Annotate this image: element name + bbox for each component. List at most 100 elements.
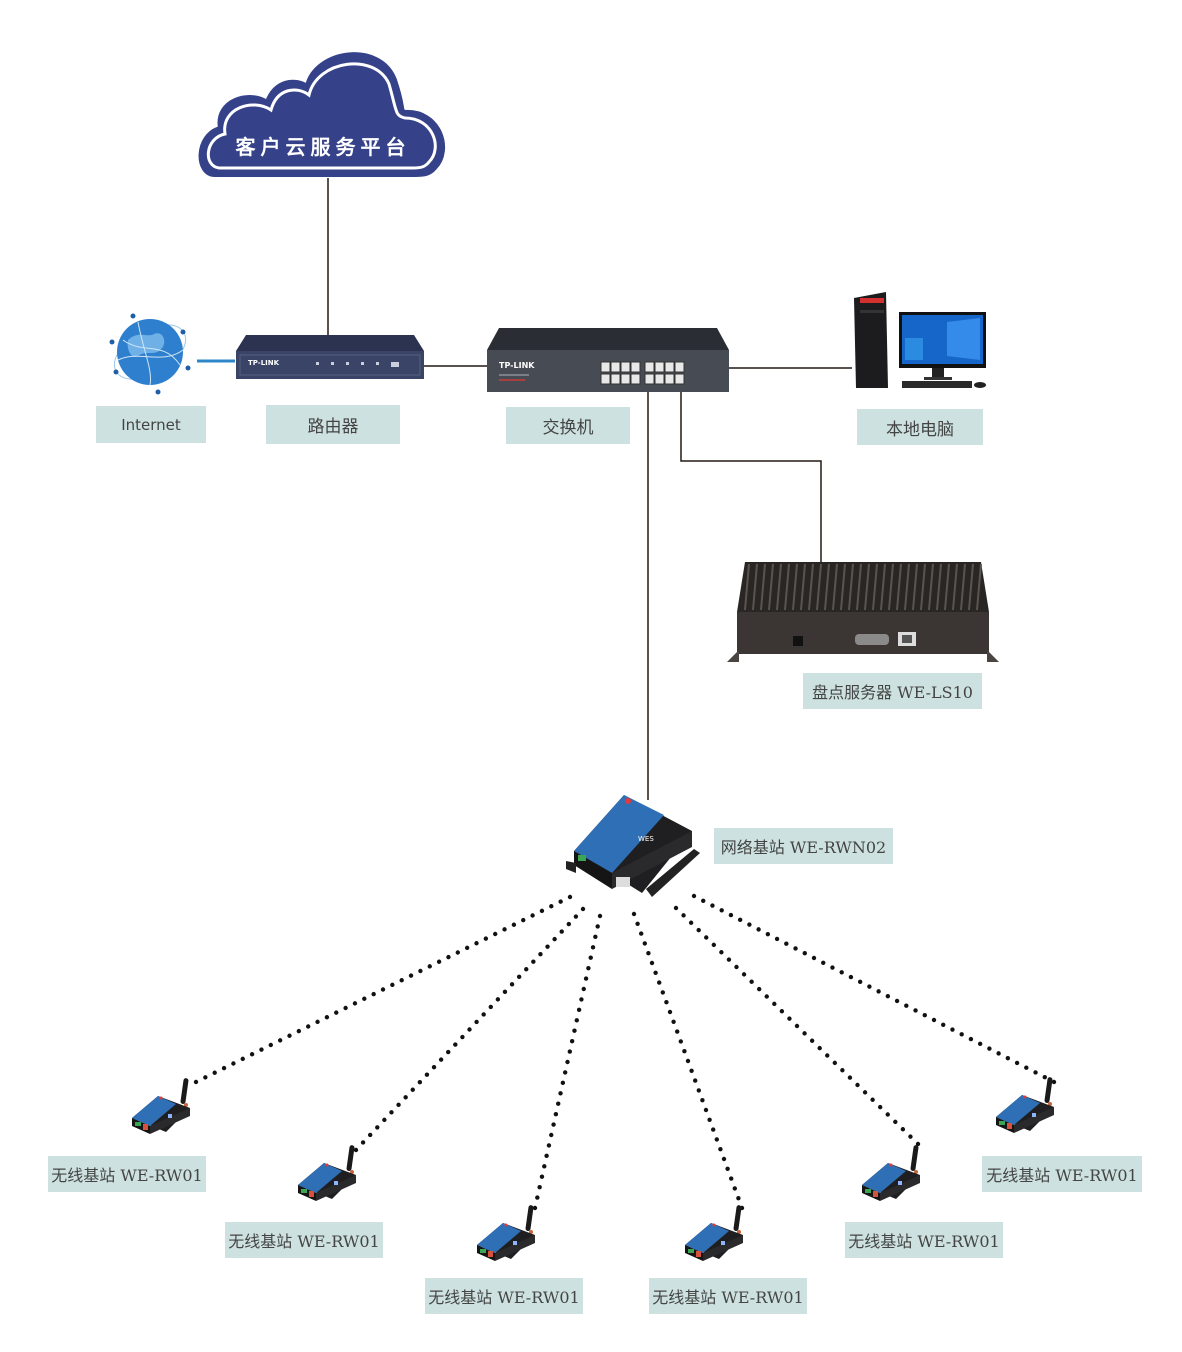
wireless-link-dot bbox=[847, 1075, 853, 1080]
wireless-link-dot bbox=[876, 989, 881, 994]
wireless-link-dot bbox=[741, 972, 747, 977]
wireless-link-dot bbox=[915, 1141, 921, 1147]
wireless-link-dot bbox=[287, 1033, 292, 1038]
wireless-link-dot bbox=[193, 1079, 199, 1085]
wireless-link-dot bbox=[693, 1078, 698, 1083]
wireless-link-dot bbox=[711, 1127, 716, 1132]
wireless-link-dot bbox=[502, 927, 507, 932]
wireless-link-dot bbox=[729, 1176, 734, 1181]
wireless-link-dot bbox=[885, 1112, 890, 1117]
wireless-link-dot bbox=[1014, 1060, 1020, 1066]
wireless-link-dot bbox=[793, 946, 798, 951]
wireless-link-dot bbox=[268, 1042, 273, 1048]
wireless-link-dot bbox=[539, 1174, 545, 1179]
wireless-link-dot bbox=[649, 960, 655, 966]
wireless-link-dot bbox=[839, 970, 844, 975]
wireless-link-dot bbox=[367, 1132, 373, 1138]
network-station-label: 网络基站 WE-RWN02 bbox=[714, 828, 893, 864]
wireless-link-dot bbox=[667, 1009, 673, 1015]
wireless-link-dot bbox=[212, 1070, 217, 1075]
wireless-link-dot bbox=[474, 941, 479, 946]
wireless-link-dot bbox=[586, 965, 591, 971]
wireless-link-dot bbox=[701, 898, 706, 903]
wireless-link-dot bbox=[732, 1186, 737, 1191]
heatsink-fin bbox=[792, 563, 798, 611]
wireless-link-dot bbox=[809, 1038, 815, 1043]
wireless-link-dot bbox=[671, 1019, 676, 1024]
wireless-link-dot bbox=[794, 1023, 800, 1029]
wireless-link-dot bbox=[334, 1010, 339, 1015]
cloud-icon bbox=[198, 52, 445, 177]
wireless-link-dot bbox=[756, 927, 761, 932]
inventory-server-icon bbox=[727, 562, 999, 662]
wireless-link-dot bbox=[941, 1022, 946, 1027]
heatsink-fin bbox=[888, 563, 894, 611]
wireless-station-label: 无线基站 WE-RW01 bbox=[48, 1156, 206, 1192]
wireless-link-dot bbox=[721, 1156, 727, 1162]
wireless-link-dot bbox=[524, 967, 529, 972]
wireless-link-dot bbox=[908, 1134, 913, 1139]
network-base-station-icon: WES bbox=[566, 795, 700, 897]
wireless-link-dot bbox=[403, 1095, 408, 1100]
wireless-link-dot bbox=[488, 1004, 493, 1010]
wireless-link-dot bbox=[765, 931, 771, 937]
wireless-link-dot bbox=[532, 1205, 538, 1211]
wireless-base-station-icon bbox=[996, 1077, 1054, 1133]
heatsink-fin bbox=[920, 563, 926, 611]
heatsink-fin bbox=[952, 563, 958, 611]
wireless-link-dot bbox=[593, 934, 598, 940]
wireless-link-dot bbox=[764, 994, 769, 999]
wireless-link-dot bbox=[867, 984, 872, 989]
wireless-link-dot bbox=[483, 936, 489, 941]
wireless-link-dot bbox=[1051, 1079, 1057, 1085]
wireless-link-dot bbox=[726, 957, 732, 962]
wireless-link-dot bbox=[893, 1119, 898, 1125]
wireless-link-dot bbox=[538, 951, 543, 957]
wireless-link-dot bbox=[493, 931, 498, 937]
wireless-link-dot bbox=[380, 987, 386, 992]
wireless-link-dot bbox=[567, 894, 573, 900]
wireless-base-station-icon bbox=[298, 1145, 356, 1201]
wireless-link-dot bbox=[581, 986, 586, 992]
wireless-link-dot bbox=[714, 1137, 719, 1142]
wireless-link-dot bbox=[495, 997, 501, 1002]
wireless-link-dot bbox=[576, 1007, 582, 1013]
wireless-link-dot bbox=[511, 922, 517, 927]
wireless-link-dot bbox=[353, 1147, 359, 1153]
wireless-link-dot bbox=[639, 931, 644, 936]
switch-port bbox=[644, 373, 655, 385]
wireless-link-dot bbox=[1033, 1070, 1038, 1075]
wireless-link-dot bbox=[574, 1018, 579, 1023]
wireless-link-dot bbox=[987, 1046, 992, 1051]
switch-port bbox=[630, 373, 641, 385]
wireless-link-dot bbox=[560, 1080, 566, 1086]
wireless-link-dot bbox=[718, 1147, 723, 1152]
wireless-link-dot bbox=[542, 1164, 547, 1169]
switch-port bbox=[610, 361, 621, 373]
wireless-link-dot bbox=[682, 1049, 687, 1054]
wireless-base-station-icon bbox=[132, 1078, 190, 1134]
switch-port bbox=[674, 373, 685, 385]
wireless-link-dot bbox=[371, 991, 376, 997]
switch-port bbox=[600, 361, 611, 373]
wireless-link-dot bbox=[549, 904, 554, 909]
wireless-link-dot bbox=[567, 1049, 573, 1054]
wireless-link-dot bbox=[231, 1061, 236, 1066]
wireless-link-dot bbox=[431, 1064, 437, 1070]
switch-port bbox=[620, 361, 631, 373]
wireless-link-dot bbox=[830, 965, 835, 970]
wireless-link-dot bbox=[521, 917, 526, 923]
wireless-link-dot bbox=[562, 1070, 568, 1075]
wireless-link-dot bbox=[734, 964, 739, 970]
wireless-link-dot bbox=[787, 1016, 792, 1021]
heatsink-fin bbox=[928, 563, 934, 611]
wireless-link-dot bbox=[537, 1184, 542, 1190]
heatsink-fin bbox=[856, 563, 862, 611]
wireless-link-dot bbox=[549, 1132, 554, 1138]
wireless-link-dot bbox=[315, 1019, 320, 1025]
wireless-link-dot bbox=[579, 997, 584, 1002]
wireless-station-label: 无线基站 WE-RW01 bbox=[225, 1222, 383, 1258]
wireless-link-dot bbox=[719, 950, 724, 955]
cloud-label: 客户云服务平台 bbox=[235, 135, 411, 159]
wireless-link-dot bbox=[696, 927, 701, 933]
